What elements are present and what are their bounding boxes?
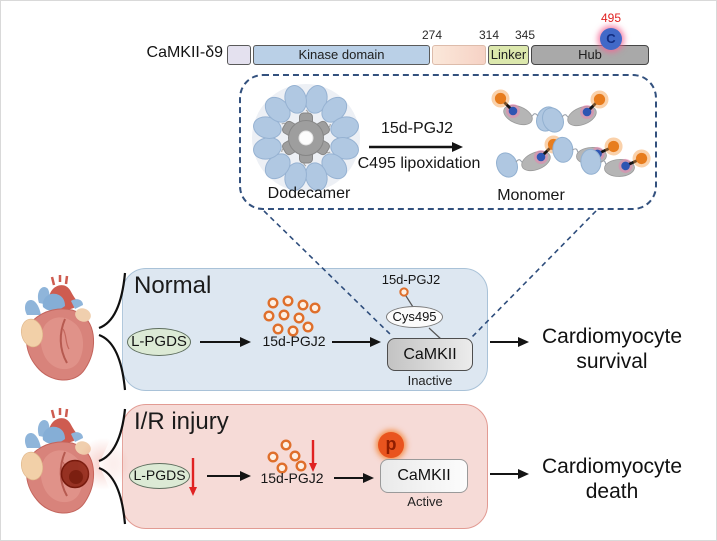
camkii-box-ir: CaMKII xyxy=(380,459,468,493)
outcome-death: Cardiomyocyte death xyxy=(523,454,701,504)
outcome-survival: Cardiomyocyte survival xyxy=(523,324,701,374)
outcome-death-line1: Cardiomyocyte xyxy=(541,455,683,478)
callout-arrow-bottom-label: C495 lipoxidation xyxy=(357,155,481,172)
outcome-survival-line1: Cardiomyocyte xyxy=(541,325,683,348)
funnel-normal xyxy=(98,271,127,392)
monomer-label: Monomer xyxy=(497,187,565,204)
linker-domain: Linker xyxy=(488,45,529,65)
c495-number-label: 495 xyxy=(600,11,622,25)
dodecamer-label: Dodecamer xyxy=(267,185,351,202)
outcome-survival-line2: survival xyxy=(576,350,648,373)
inactive-label: Inactive xyxy=(407,373,453,388)
lpgds-ellipse-normal: L-PGDS xyxy=(127,328,191,356)
protein-name-label: CaMKII-δ9 xyxy=(146,44,223,61)
nterm-domain xyxy=(227,45,251,65)
heart-normal-icon xyxy=(17,273,95,382)
metabolite-label-normal: 15d-PGJ2 xyxy=(262,333,326,349)
active-label: Active xyxy=(407,494,443,509)
residue-345-label: 345 xyxy=(514,28,536,42)
c495-site-badge: C xyxy=(600,28,622,50)
cys495-ellipse: Cys495 xyxy=(386,306,443,328)
ir-title: I/R injury xyxy=(134,408,229,435)
dashed-connector-right xyxy=(471,210,597,338)
camkii-box-normal: CaMKII xyxy=(387,338,473,371)
callout-arrow-top-label: 15d-PGJ2 xyxy=(380,120,454,137)
residue-314-label: 314 xyxy=(478,28,500,42)
outcome-death-line2: death xyxy=(585,480,639,503)
phospho-badge: p xyxy=(378,432,404,458)
adduct-label: 15d-PGJ2 xyxy=(381,272,441,287)
hub-domain: Hub xyxy=(531,45,649,65)
residue-274-label: 274 xyxy=(421,28,443,42)
metabolite-label-ir: 15d-PGJ2 xyxy=(260,470,324,486)
heart-ir-icon xyxy=(17,406,95,515)
regulatory-domain xyxy=(432,45,486,65)
lpgds-ellipse-ir: L-PGDS xyxy=(129,463,190,489)
kinase-domain: Kinase domain xyxy=(253,45,430,65)
infarct-spot xyxy=(60,459,90,489)
normal-title: Normal xyxy=(134,272,212,299)
magnification-callout-box xyxy=(239,74,657,210)
